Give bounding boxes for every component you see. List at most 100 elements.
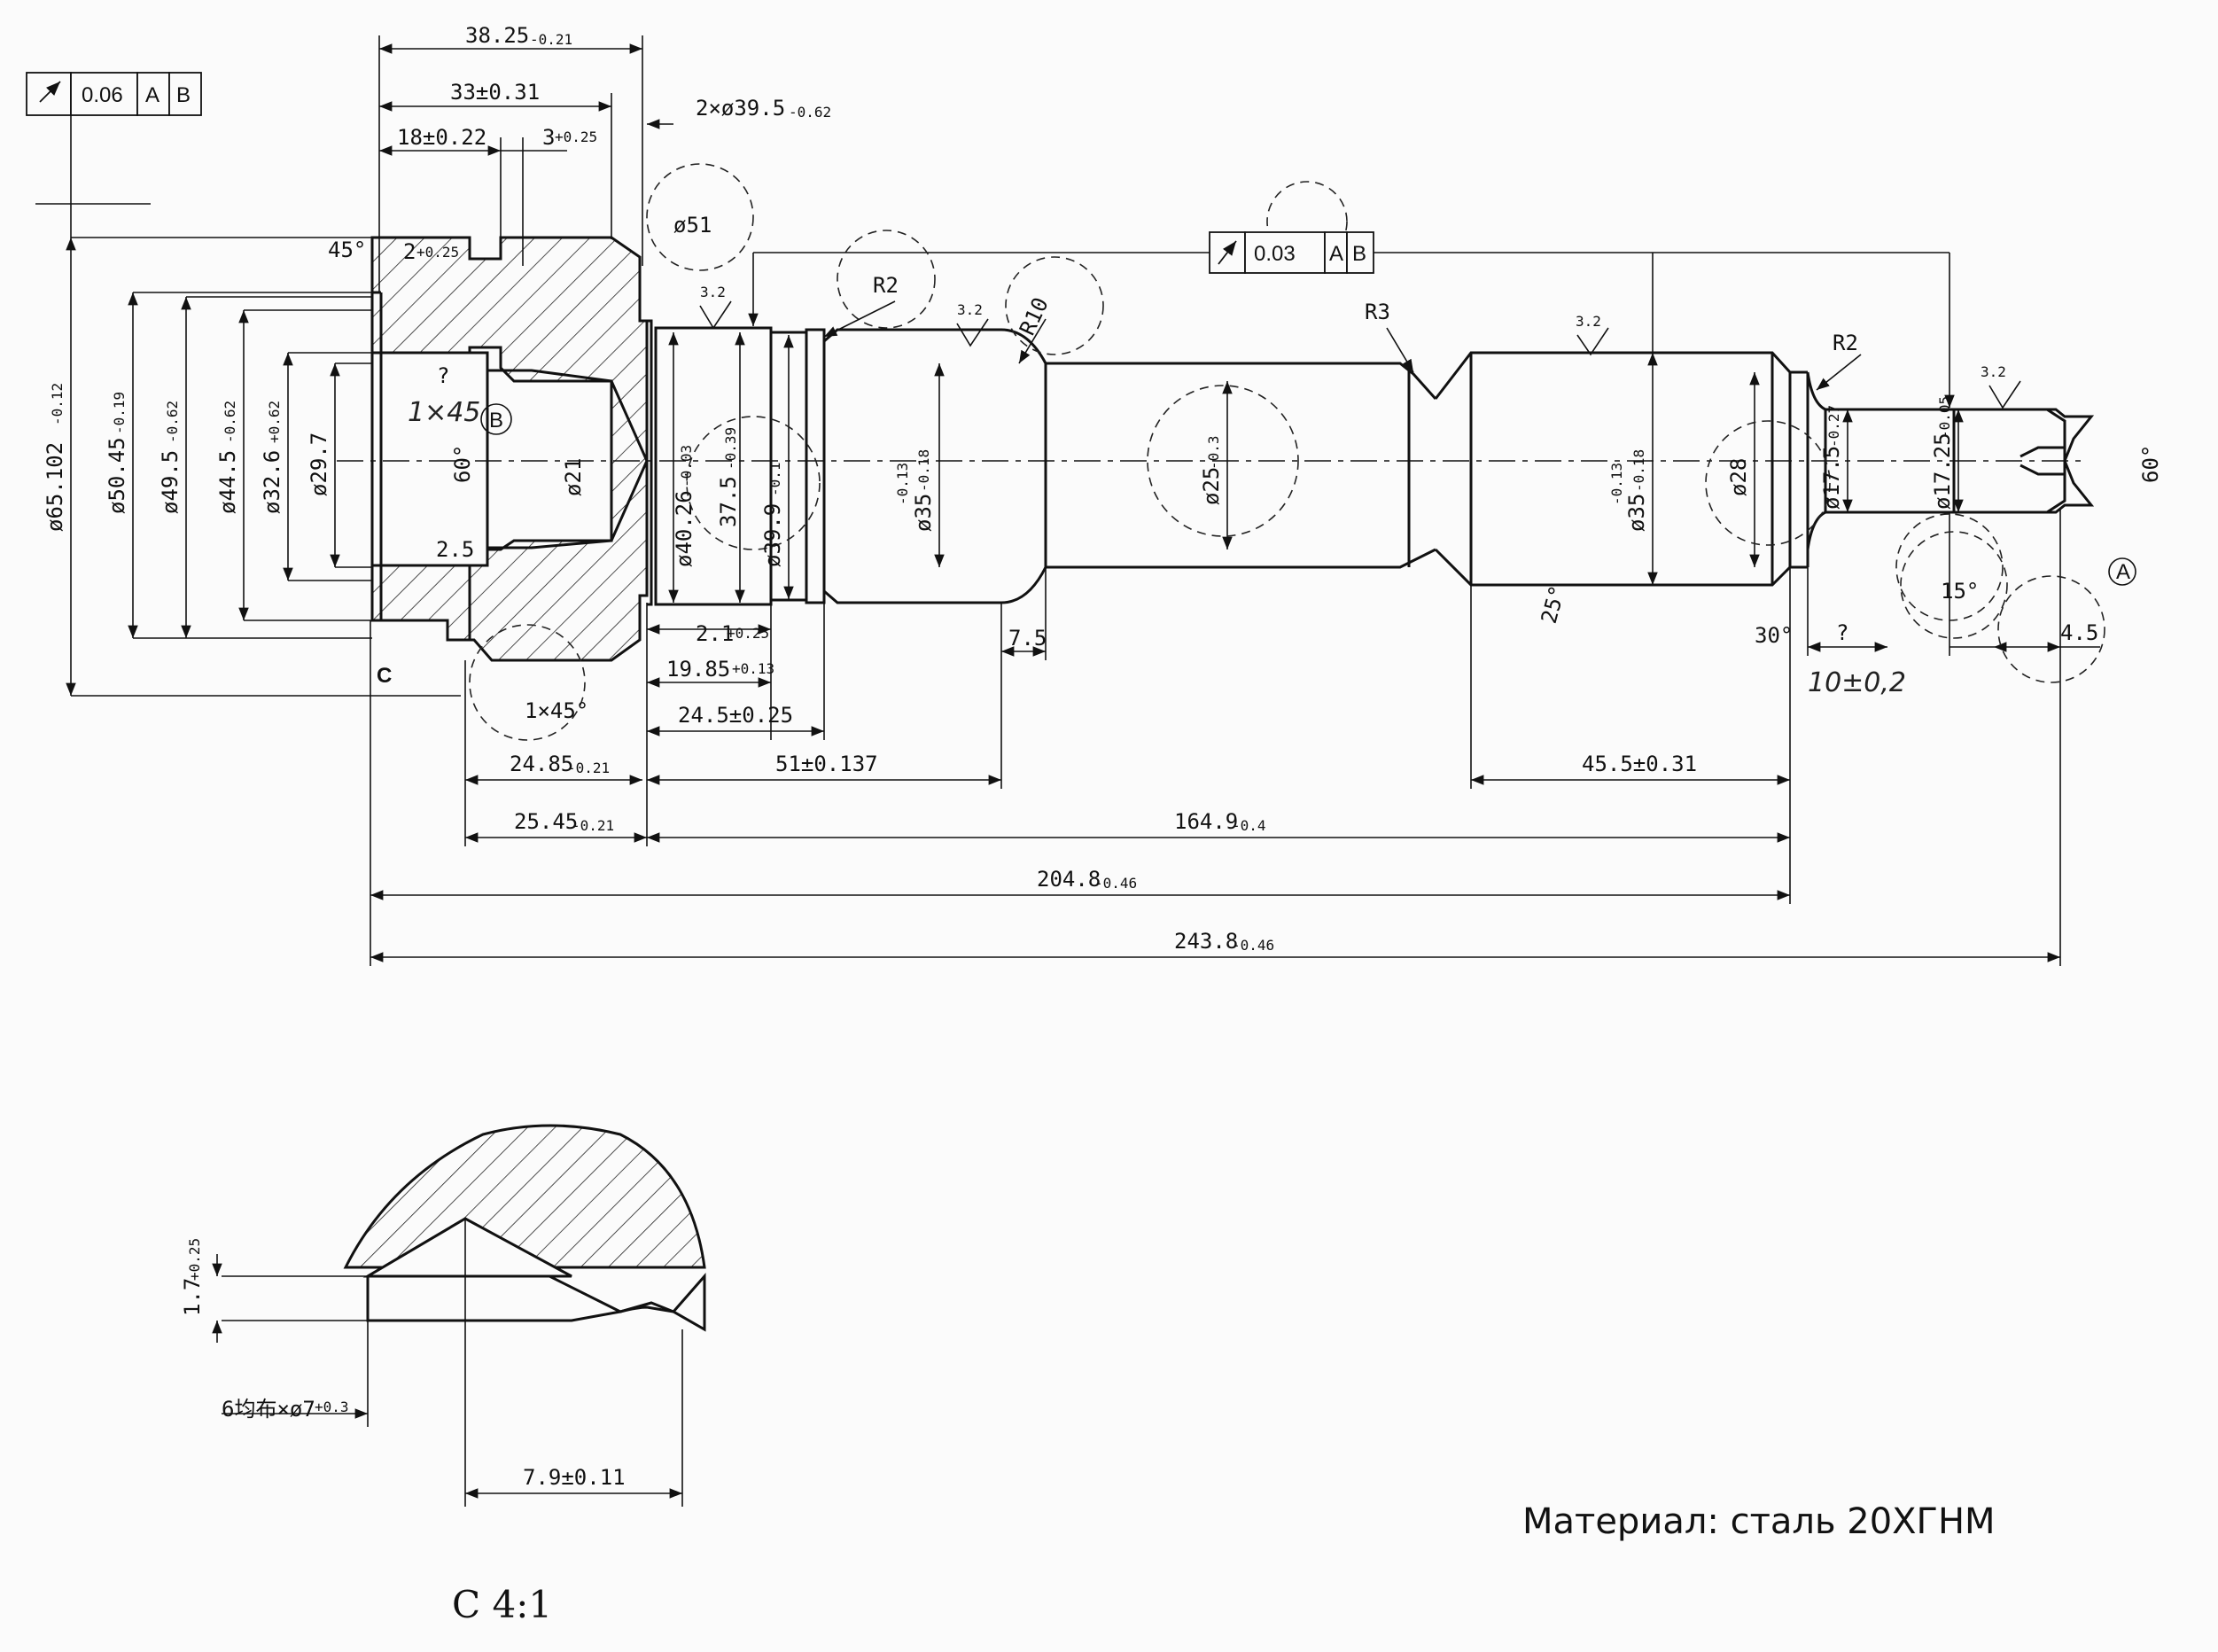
detail-scale: C 4:1 bbox=[452, 1583, 552, 1626]
detail-dims bbox=[212, 1219, 683, 1507]
dim-2-1-tol: +0.25 bbox=[727, 625, 769, 642]
dim-d44: ø44.5 bbox=[215, 450, 240, 514]
dim-d35b-tol-up: -0.13 bbox=[1608, 463, 1625, 505]
datum-b-circle bbox=[480, 403, 512, 435]
dim-33: 33±0.31 bbox=[450, 80, 540, 105]
dim-d35a: ø35 bbox=[911, 494, 936, 532]
dim-d44-tol: -0.62 bbox=[222, 401, 238, 443]
dim-d65-tol: -0.12 bbox=[49, 383, 66, 425]
dim-24a: 24.5±0.25 bbox=[678, 703, 793, 728]
detail-holes: 6均布×ø7 bbox=[222, 1397, 315, 1422]
runout-left-datum-b: B bbox=[176, 83, 191, 107]
dim-d65: ø65.102 bbox=[43, 442, 67, 532]
datum-a-label: A bbox=[2116, 560, 2130, 584]
datum-b-label: B bbox=[489, 409, 503, 432]
dim-d32-tol: +0.62 bbox=[266, 401, 283, 443]
radius-r2-right: R2 bbox=[1833, 331, 1858, 355]
dim-chamfer: 1×45° bbox=[525, 698, 588, 723]
angle-60-left: 60° bbox=[450, 445, 475, 483]
dim-d49: ø49.5 bbox=[158, 450, 183, 514]
runout-right-datum-b: B bbox=[1352, 242, 1366, 266]
dim-3: 3 bbox=[542, 125, 555, 150]
dim-d29: ø29.7 bbox=[307, 432, 331, 496]
roughness-2: 3.2 bbox=[957, 301, 983, 318]
roughness-4: 3.2 bbox=[1981, 363, 2006, 380]
dim-phi51: ø51 bbox=[673, 213, 712, 238]
dim-d35a-tol-up: -0.13 bbox=[894, 463, 911, 505]
dim-2x-tol: -0.62 bbox=[789, 104, 831, 121]
dim-24b: 24.85 bbox=[510, 752, 573, 776]
detail-height: 1.7 bbox=[180, 1278, 205, 1316]
dim-d35b: ø35 bbox=[1624, 494, 1649, 532]
detail-c-view bbox=[343, 1124, 706, 1332]
dim-d17b: ø17.25 bbox=[1930, 432, 1955, 510]
dim-d35a-tol-dn: -0.18 bbox=[915, 449, 932, 492]
dim-2-5: 2.5 bbox=[436, 537, 474, 562]
dim-d40-tol: -0.03 bbox=[678, 445, 695, 487]
dim-d35b-tol-dn: -0.18 bbox=[1630, 449, 1647, 492]
roughness-symbols bbox=[699, 300, 2021, 409]
dim-19: 19.85 bbox=[666, 657, 730, 682]
angle-45: 45° bbox=[328, 238, 366, 262]
dim-164: 164.9 bbox=[1174, 809, 1238, 834]
detail-circles bbox=[469, 163, 2105, 741]
angle-30: 30° bbox=[1755, 623, 1793, 648]
dim-164-tol: -0.4 bbox=[1232, 817, 1266, 834]
view-c-label: C bbox=[377, 664, 392, 688]
dim-51: 51±0.137 bbox=[775, 752, 878, 776]
dim-d49-tol: -0.62 bbox=[164, 401, 181, 443]
dim-d17b-tol: -0.05 bbox=[1936, 396, 1953, 439]
dim-d39-tol: -0.1 bbox=[767, 462, 783, 496]
runout-left-value: 0.06 bbox=[82, 83, 123, 107]
dimension-lines bbox=[66, 35, 2100, 966]
angle-60-right: 60° bbox=[2138, 445, 2163, 483]
dim-d37-tol: -0.39 bbox=[722, 427, 739, 470]
dim-d25: ø25 bbox=[1199, 467, 1224, 505]
dim-45: 45.5±0.31 bbox=[1582, 752, 1697, 776]
dim-2: 2 bbox=[403, 239, 416, 264]
dim-d50: ø50.45 bbox=[105, 437, 129, 514]
dim-d21: ø21 bbox=[561, 458, 586, 496]
dim-d39: ø39.9 bbox=[760, 503, 785, 567]
radius-r10: R10 bbox=[1015, 293, 1054, 339]
dim-25: 25.45 bbox=[514, 809, 578, 834]
angle-15: 15° bbox=[1941, 579, 1979, 604]
roughness-3: 3.2 bbox=[1576, 313, 1601, 330]
runout-frame-left bbox=[26, 72, 202, 116]
dim-d37: 37.5 bbox=[716, 476, 741, 527]
radius-leaders bbox=[35, 203, 1862, 391]
dim-18: 18±0.22 bbox=[397, 125, 486, 150]
dim-d17a-tol: -0.27 bbox=[1825, 405, 1842, 448]
hand-10: 10±0,2 bbox=[1808, 667, 1906, 698]
dim-19-tol: +0.13 bbox=[732, 660, 774, 677]
dim-25-tol: -0.21 bbox=[572, 817, 614, 834]
runout-left-datum-a: A bbox=[145, 83, 160, 107]
radius-r3: R3 bbox=[1365, 300, 1390, 324]
dim-243: 243.8 bbox=[1174, 929, 1238, 954]
dim-d50-tol: -0.19 bbox=[111, 392, 128, 434]
dim-4-5: 4.5 bbox=[2060, 620, 2098, 645]
hand-chamfer: 1×45 bbox=[408, 397, 480, 428]
dim-q-bottom: ? bbox=[1836, 620, 1848, 645]
detail-width: 7.9±0.11 bbox=[523, 1465, 626, 1490]
dim-2-1: 2.1 bbox=[696, 621, 734, 646]
material-note: Материал: сталь 20ХГНМ bbox=[1522, 1501, 1996, 1542]
runout-frame-right bbox=[1209, 231, 1374, 274]
dim-q-left: ? bbox=[437, 363, 449, 388]
groove bbox=[805, 328, 826, 604]
dim-d28: ø28 bbox=[1726, 458, 1751, 496]
dim-d32: ø32.6 bbox=[260, 450, 284, 514]
runout-right-datum-a: A bbox=[1329, 242, 1343, 266]
roughness-1: 3.2 bbox=[700, 284, 726, 300]
runout-right-value: 0.03 bbox=[1254, 242, 1296, 266]
dim-24b-tol: -0.21 bbox=[567, 760, 610, 776]
dim-38-tol: -0.21 bbox=[530, 31, 572, 48]
dim-3-tol: +0.25 bbox=[555, 129, 597, 145]
radius-r2-left: R2 bbox=[873, 273, 899, 298]
datum-a-circle bbox=[2108, 557, 2136, 586]
detail-height-tol: +0.25 bbox=[186, 1238, 203, 1281]
dim-204: 204.8 bbox=[1037, 867, 1101, 892]
dim-d25-tol: -0.3 bbox=[1205, 435, 1222, 470]
